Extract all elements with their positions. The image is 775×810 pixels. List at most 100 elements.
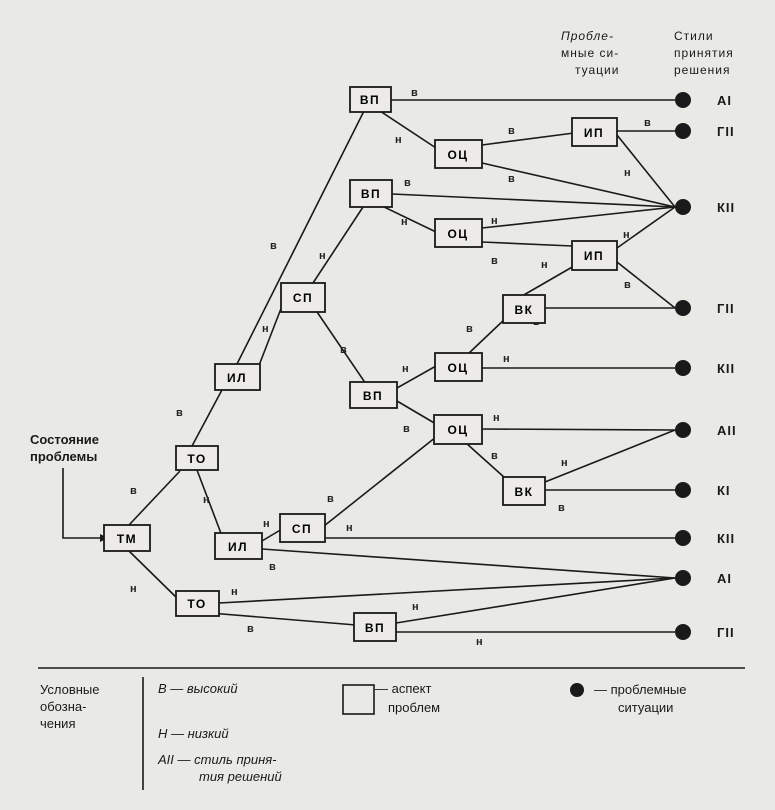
node-label: ВК [515, 485, 534, 499]
node-tm: ТМ [103, 524, 151, 552]
outcome-label: ГII [717, 625, 735, 640]
edge-label-low: н [491, 215, 498, 227]
edge-label-low: н [346, 522, 353, 534]
legend-high: В — высокий [158, 681, 238, 696]
node-vp-3: ВП [349, 381, 398, 409]
node-oc-1: ОЦ [434, 139, 483, 169]
node-il-upper: ИЛ [214, 363, 261, 391]
node-label: ВП [360, 93, 380, 107]
outcome-label: КII [717, 361, 735, 376]
edge-label-high: в [404, 177, 411, 189]
legend-title-line-3: чения [40, 716, 75, 731]
edge-label-high: в [340, 344, 347, 356]
edge-label-high: в [269, 561, 276, 573]
edge-label-low: н [203, 494, 210, 506]
terminal-dot [675, 570, 691, 586]
edge-label-high: в [644, 117, 651, 129]
legend-title-line-1: Условные [40, 682, 100, 697]
outcome-label: ГII [717, 301, 735, 316]
edge-label-high: в [403, 423, 410, 435]
node-vk-2: ВК [502, 476, 546, 506]
edge-label-low: н [476, 636, 483, 648]
node-vp-2: ВП [349, 179, 393, 208]
start-label-line-1: Состояние [30, 432, 99, 447]
legend-title-line-2: обозна- [40, 699, 86, 714]
node-label: ОЦ [447, 148, 468, 162]
edge-label-low: н [493, 412, 500, 424]
node-label: ТО [187, 452, 206, 466]
terminal-dot [675, 123, 691, 139]
legend: Условные обозна- чения В — высокий Н — н… [38, 667, 745, 790]
column-header-situations: Пробле- мные си- туации [561, 29, 619, 77]
node-label: ВП [365, 621, 385, 635]
node-label: ИЛ [228, 540, 248, 554]
legend-aspect-box [342, 684, 375, 715]
edge-label-high: в [411, 87, 418, 99]
edge-label-high: в [327, 493, 334, 505]
node-to-lower: ТО [175, 590, 220, 617]
legend-low: Н — низкий [158, 726, 229, 741]
terminal-dot [675, 624, 691, 640]
header-situations-line-1: Пробле- [561, 29, 614, 43]
node-label: ВК [515, 303, 534, 317]
outcome-label: ГII [717, 124, 735, 139]
terminal-dot [675, 199, 691, 215]
outcome-label: КII [717, 200, 735, 215]
legend-situation-line-1: — проблемные [594, 682, 686, 697]
start-label: Состояние проблемы [30, 432, 99, 464]
edge-label-low: н [395, 134, 402, 146]
terminal-dots [675, 92, 691, 640]
node-label: ВП [361, 187, 381, 201]
edge-label-low: н [402, 363, 409, 375]
edge-label-low: н [231, 586, 238, 598]
edge-label-high: в [130, 485, 137, 497]
node-ip-1: ИП [571, 117, 618, 147]
edge-label-high: в [508, 125, 515, 137]
terminal-dot [675, 530, 691, 546]
node-label: ВП [363, 389, 383, 403]
edge-label-low: н [623, 229, 630, 241]
node-label: ОЦ [447, 361, 468, 375]
node-label: ИП [584, 126, 604, 140]
node-label: ТМ [117, 532, 137, 546]
node-vp-4: ВП [353, 612, 397, 642]
edge-label-high: в [624, 279, 631, 291]
column-header-styles: Стили принятия решения [674, 29, 733, 77]
edge-label-low: н [262, 323, 269, 335]
node-label: ИП [584, 249, 604, 263]
terminal-dot [675, 92, 691, 108]
legend-aspect-line-1: — аспект [375, 681, 431, 696]
start-label-line-2: проблемы [30, 449, 97, 464]
node-label: СП [293, 291, 313, 305]
header-situations-line-2: мные си- [561, 46, 619, 60]
node-vk-1: ВК [502, 294, 546, 324]
terminal-dot [675, 360, 691, 376]
header-styles-line-3: решения [674, 63, 730, 77]
legend-aspect-line-2: проблем [388, 700, 440, 715]
node-label: ИЛ [227, 371, 247, 385]
outcome-label: КI [717, 483, 731, 498]
outcome-label: КII [717, 531, 735, 546]
node-label: ОЦ [447, 423, 468, 437]
edge-labels: в н в н в н н в в н в в в н в н н в н в … [130, 87, 651, 648]
terminal-dot [675, 422, 691, 438]
edge-label-low: н [319, 250, 326, 262]
outcome-label: AI [717, 93, 732, 108]
edge-label-high: в [270, 240, 277, 252]
node-sp-upper: СП [280, 282, 326, 313]
header-styles-line-1: Стили [674, 29, 714, 43]
edge-label-high: в [247, 623, 254, 635]
node-sp-lower: СП [279, 513, 326, 543]
edge-label-high: в [558, 502, 565, 514]
outcome-labels: AI ГII КII ГII КII AII КI КII AI ГII [717, 93, 736, 640]
node-label: ТО [187, 597, 206, 611]
edge-label-high: в [466, 323, 473, 335]
node-ip-2: ИП [571, 240, 618, 271]
node-oc-2: ОЦ [434, 218, 483, 248]
edge-label-high: в [508, 173, 515, 185]
node-oc-3: ОЦ [434, 352, 483, 382]
node-vp-1: ВП [349, 86, 392, 113]
edge-label-low: н [412, 601, 419, 613]
terminal-dot [675, 300, 691, 316]
edge-label-low: н [561, 457, 568, 469]
